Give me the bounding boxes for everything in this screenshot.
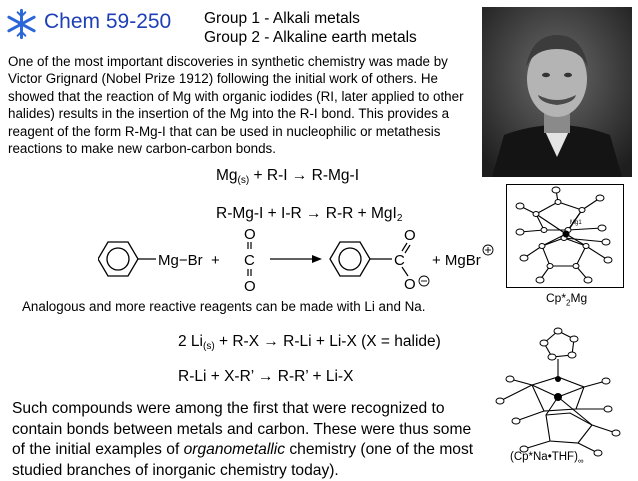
intro-paragraph: One of the most important discoveries in… bbox=[8, 54, 464, 157]
cpna-thf-crystal-structure-image bbox=[495, 327, 621, 457]
plus-charge-icon bbox=[482, 244, 494, 256]
cap2-main: (Cp*Na•THF) bbox=[510, 451, 578, 463]
group2-heading: Group 2 - Alkaline earth metals bbox=[204, 29, 417, 46]
o-product-top-label: O bbox=[404, 227, 416, 244]
reaction-organolithium-coupling: R-Li + X-R’ → R-R’ + Li-X bbox=[178, 368, 354, 385]
cpna-thf-caption: (Cp*Na•THF)∞ bbox=[510, 451, 584, 465]
cp2mg-crystal-structure-image: Mg1 bbox=[506, 184, 624, 288]
rx3-rest: + R-X → R-Li + Li-X (X = halide) bbox=[214, 333, 441, 350]
reaction-arrow bbox=[270, 255, 322, 263]
o-top-label: O bbox=[244, 226, 256, 243]
course-title: Chem 59-250 bbox=[44, 10, 172, 33]
plus-sign: + bbox=[211, 252, 220, 269]
rx3-sub: (s) bbox=[203, 341, 215, 352]
carboxylation-scheme: Mg−Br + O C O C O O + MgBr bbox=[98, 226, 494, 295]
reaction-coupling: R-Mg-I + I-R → R-R + MgI2 bbox=[216, 205, 403, 224]
group1-heading: Group 1 - Alkali metals bbox=[204, 10, 360, 27]
closing-part1: Such compounds were among the first that… bbox=[12, 400, 472, 458]
c-center-label: C bbox=[244, 252, 255, 269]
mgbr-product-label: + MgBr bbox=[432, 252, 481, 269]
rx1-mg: Mg bbox=[216, 167, 238, 184]
closing-paragraph: Such compounds were among the first that… bbox=[12, 399, 482, 481]
analog-sentence: Analogous and more reactive reagents can… bbox=[22, 299, 426, 314]
closing-emphasis: organometallic bbox=[183, 441, 286, 458]
snowflake-logo-icon bbox=[7, 8, 36, 40]
cp2mg-caption: Cp*2Mg bbox=[546, 291, 587, 307]
cap2-sub: ∞ bbox=[577, 456, 584, 466]
cap1-end: Mg bbox=[570, 291, 588, 305]
c-product-label: C bbox=[394, 252, 405, 269]
closing-part2: chemistry (one of the most studied branc… bbox=[12, 441, 474, 479]
rx3-pre: 2 Li bbox=[178, 333, 203, 350]
o-bottom-label: O bbox=[244, 278, 256, 295]
rx1-rest: + R-I → R-Mg-I bbox=[249, 167, 360, 184]
minus-charge-icon bbox=[418, 275, 430, 287]
benzene-ring-reactant bbox=[98, 241, 139, 277]
rx2-sub: 2 bbox=[396, 213, 403, 224]
mg1-atom-label: Mg1 bbox=[570, 220, 582, 226]
cap1-sub: 2 bbox=[566, 298, 571, 308]
grignard-portrait-image bbox=[482, 7, 632, 177]
mg-br-label: Mg−Br bbox=[158, 252, 203, 269]
rx1-sub: (s) bbox=[237, 175, 250, 186]
reaction-lithium-insertion: 2 Li(s) + R-X → R-Li + Li-X (X = halide) bbox=[178, 333, 441, 352]
rx2-main: R-Mg-I + I-R → R-R + MgI bbox=[216, 205, 397, 222]
reaction-grignard-formation: Mg(s) + R-I → R-Mg-I bbox=[216, 167, 360, 186]
cap1-main: Cp* bbox=[546, 291, 567, 305]
benzene-ring-product bbox=[329, 241, 371, 277]
o-product-bottom-label: O bbox=[404, 276, 416, 293]
